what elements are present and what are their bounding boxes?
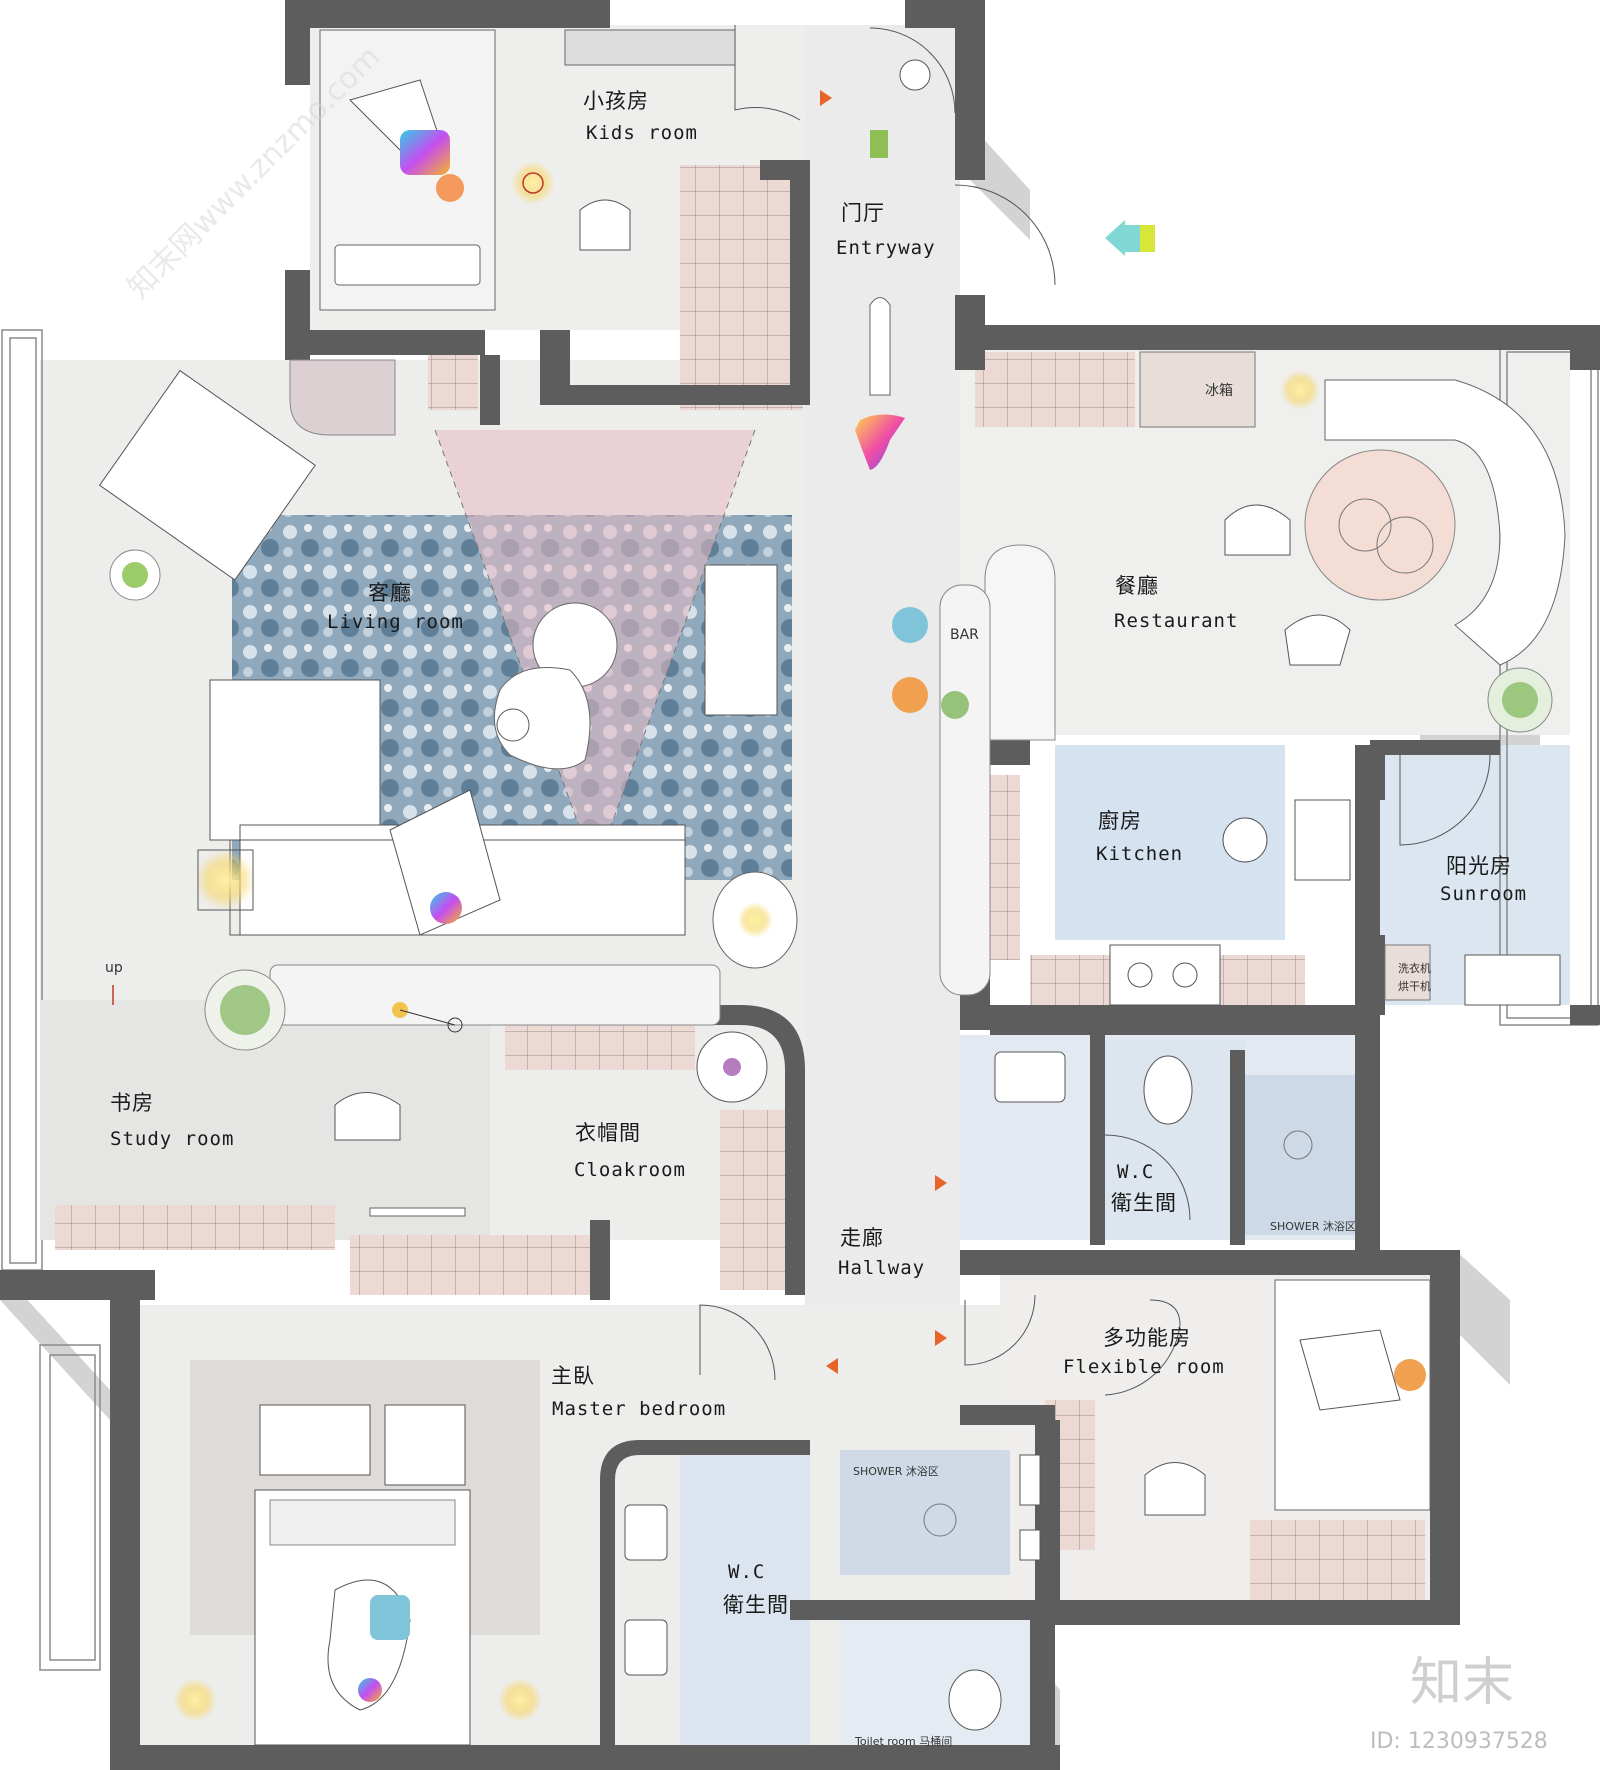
study-label-zh: 书房 <box>110 1091 154 1115</box>
wc1-label-en: W.C <box>1117 1161 1154 1183</box>
kids-room-label-en: Kids room <box>586 122 698 144</box>
study-label-en: Study room <box>110 1128 234 1150</box>
washer-label-1: 洗衣机 <box>1398 961 1431 975</box>
shower-floor <box>840 1450 1010 1575</box>
toilet-floor <box>840 1605 1030 1755</box>
restaurant-label-zh: 餐廳 <box>1115 574 1159 598</box>
entry-label-en: Entryway <box>836 237 936 259</box>
cloak-furniture <box>369 1031 768 1217</box>
master-label-zh: 主臥 <box>551 1364 595 1388</box>
toilet-room-label: Toilet room 马桶间 <box>854 1734 952 1748</box>
wc1-label-zh: 衛生間 <box>1111 1191 1177 1215</box>
hallway-label-zh: 走廊 <box>840 1226 884 1250</box>
wc-bottom-floor <box>680 1445 810 1755</box>
fridge-label: 冰箱 <box>1205 383 1233 399</box>
shower-bottom-label: SHOWER 沐浴区 <box>853 1465 939 1478</box>
kids-person-figure <box>349 79 464 202</box>
hallway-arrows <box>820 90 947 1374</box>
cloak-curve-wall <box>492 1005 805 1295</box>
flex-label-en: Flexible room <box>1063 1356 1225 1378</box>
wc-top-shower <box>1245 1075 1355 1235</box>
sunroom-label-en: Sunroom <box>1440 883 1527 905</box>
entry-arrow-tail <box>1140 225 1155 252</box>
watermark-brand: 知末 <box>1410 1653 1514 1713</box>
wc-top-fixtures <box>994 1051 1313 1221</box>
sunroom-door <box>1399 754 1491 846</box>
bar-label: BAR <box>950 627 979 643</box>
wc2-label-en: W.C <box>728 1561 765 1583</box>
wc2-label-zh: 衛生間 <box>723 1593 789 1617</box>
kids-furniture <box>319 29 736 311</box>
flex-furniture <box>1104 1279 1431 1516</box>
cone-edge-left <box>434 429 596 871</box>
kids-room-label-zh: 小孩房 <box>583 89 649 113</box>
living-furniture <box>98 369 798 969</box>
kitchen-furniture <box>1109 799 1561 1006</box>
shower-top-label: SHOWER 沐浴区 <box>1270 1220 1356 1233</box>
living-label-zh: 客廳 <box>368 581 412 605</box>
washer-label-2: 烘干机 <box>1398 979 1431 993</box>
bar-counter <box>984 544 1056 741</box>
flex-label-zh: 多功能房 <box>1103 1326 1191 1350</box>
stair-up-label: up <box>105 960 123 976</box>
entry-label-zh: 门厅 <box>841 201 885 225</box>
cloak-label-en: Cloakroom <box>574 1159 686 1181</box>
hallway-label-en: Hallway <box>838 1257 925 1279</box>
watermark-id: ID: 1230937528 <box>1370 1729 1548 1754</box>
bar-table <box>939 584 991 996</box>
sunroom-label-zh: 阳光房 <box>1446 854 1512 878</box>
restaurant-label-en: Restaurant <box>1114 610 1238 632</box>
hallway-doors <box>699 25 1036 1381</box>
kitchen-label-en: Kitchen <box>1096 843 1183 865</box>
plant-bed <box>289 359 396 436</box>
restaurant-furniture <box>892 370 1566 733</box>
cloak-label-zh: 衣帽間 <box>575 1121 641 1145</box>
study-furniture <box>204 964 721 1141</box>
cone-edge-right <box>594 429 756 871</box>
kitchen-label-zh: 廚房 <box>1098 809 1142 833</box>
master-furniture <box>173 1404 542 1746</box>
wc-bottom-fixtures <box>624 1454 1041 1731</box>
living-label-en: Living room <box>327 611 464 633</box>
master-label-en: Master bedroom <box>552 1398 726 1420</box>
entry-fixtures <box>855 27 1056 470</box>
